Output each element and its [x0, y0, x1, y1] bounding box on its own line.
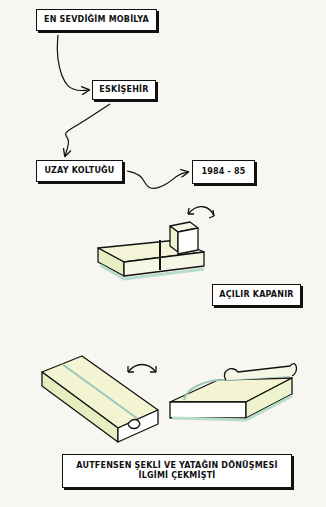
place-box: ESKİŞEHİR — [92, 80, 156, 100]
box-label: ESKİŞEHİR — [99, 85, 149, 95]
box-label: UZAY KOLTUĞU — [44, 166, 115, 176]
heading-box: EN SEVDİĞİM MOBİLYA — [36, 9, 157, 31]
caption-box: AUTFENSEN ŞEKLİ VE YATAĞIN DÖNÜŞMESİ İLG… — [62, 454, 292, 488]
name-box: UZAY KOLTUĞU — [36, 160, 123, 182]
box-label: 1984 - 85 — [201, 167, 246, 177]
date-box: 1984 - 85 — [192, 160, 255, 184]
box-label: AUTFENSEN ŞEKLİ VE YATAĞIN DÖNÜŞMESİ İLG… — [71, 461, 283, 481]
flow-arrow — [127, 171, 188, 188]
flow-arrow — [57, 35, 89, 91]
flow-arrow — [65, 104, 110, 156]
box-label: EN SEVDİĞİM MOBİLYA — [44, 15, 149, 25]
box-label: AÇILIR KAPANIR — [219, 290, 294, 300]
note-box: AÇILIR KAPANIR — [212, 284, 301, 306]
